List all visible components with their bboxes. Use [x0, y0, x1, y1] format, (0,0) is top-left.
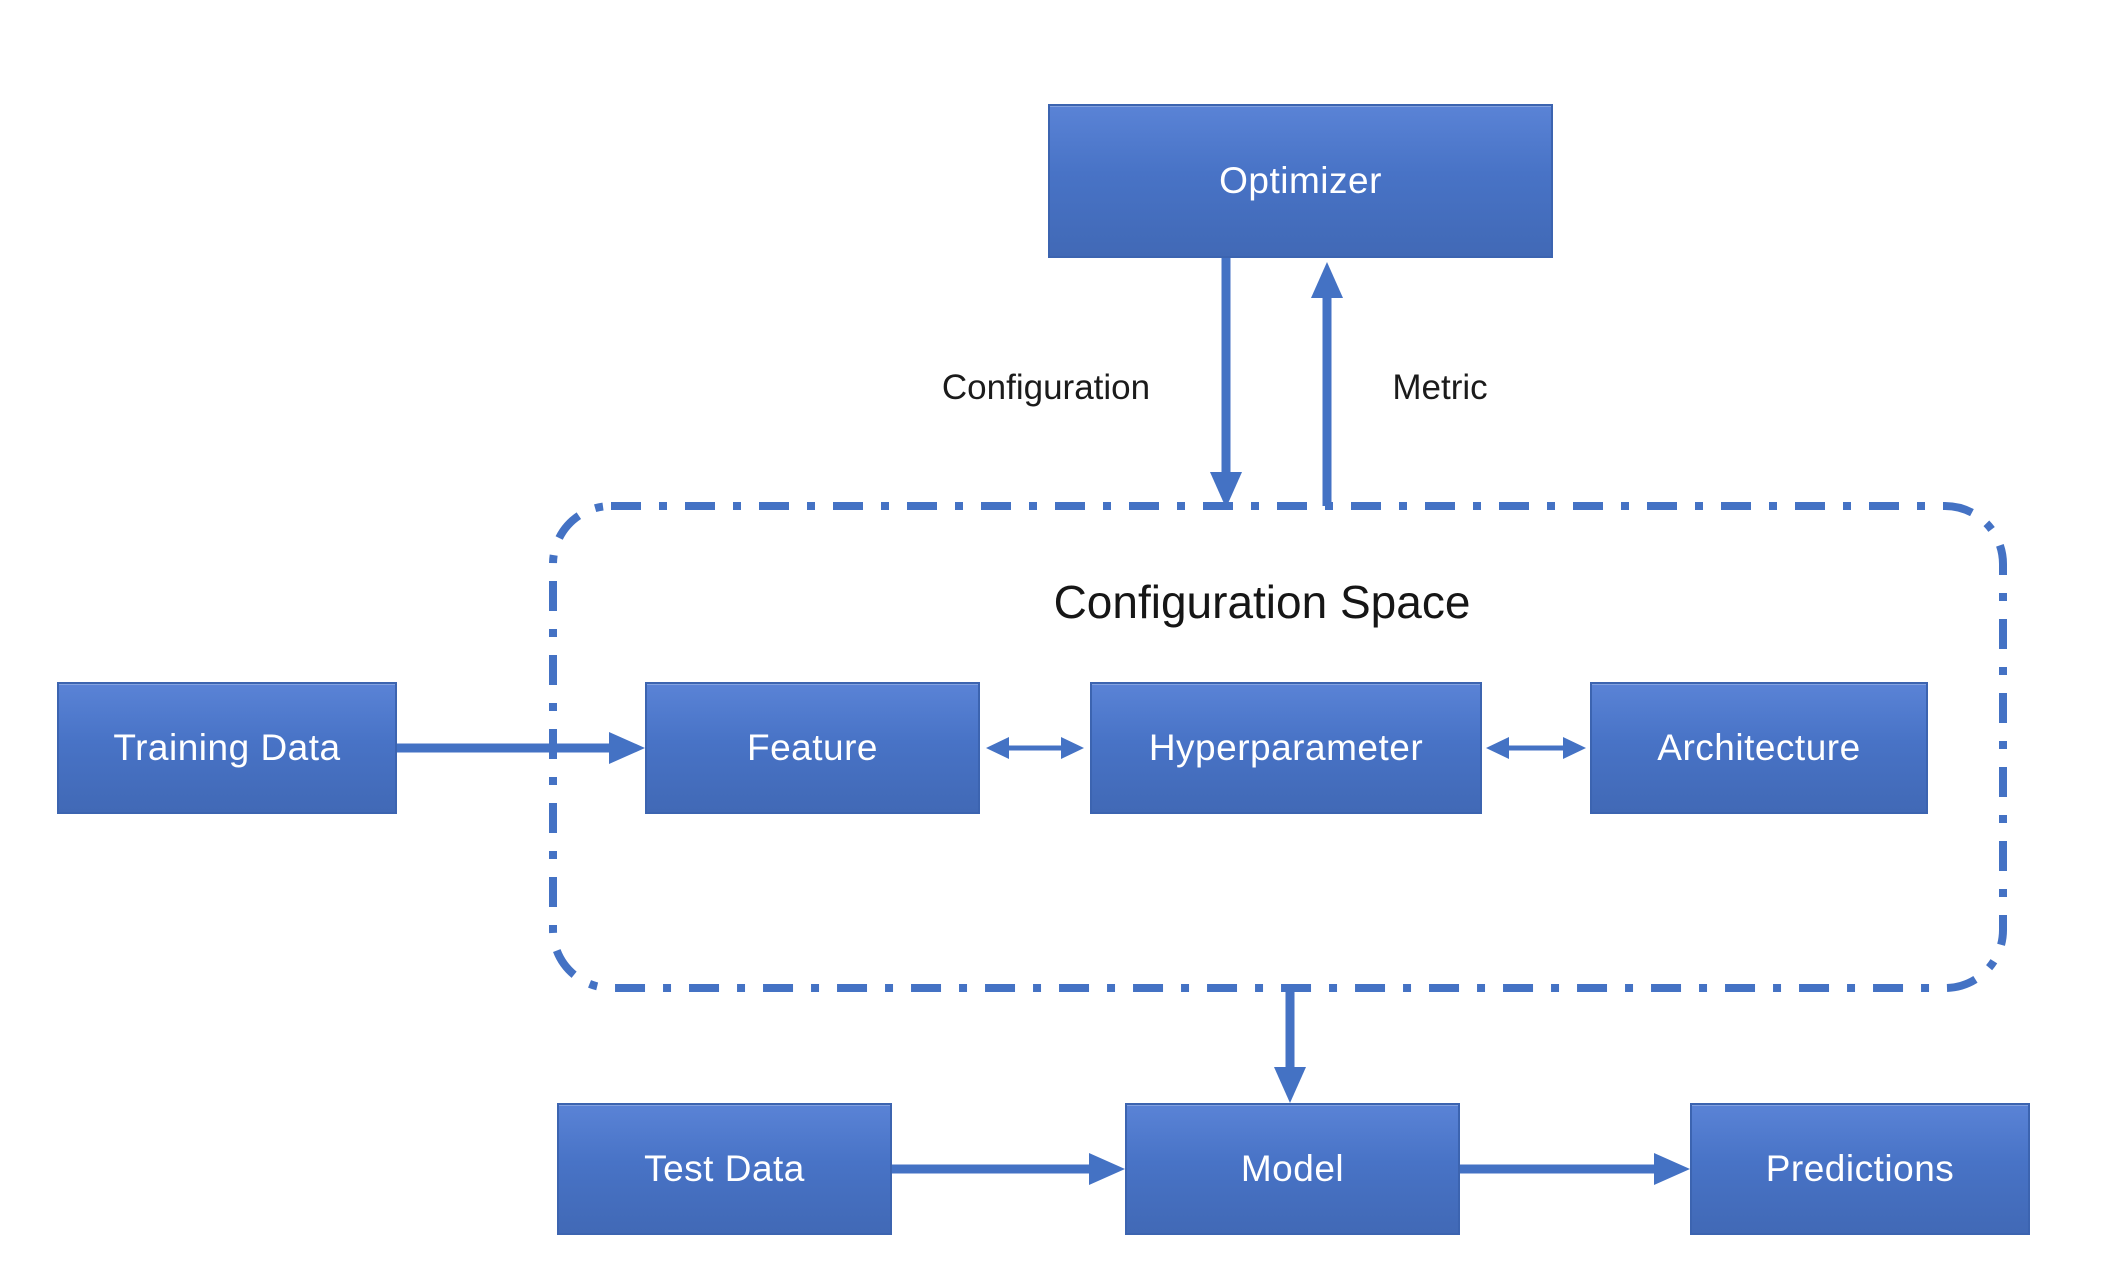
node-model: Model	[1125, 1103, 1460, 1235]
node-feature: Feature	[645, 682, 980, 814]
node-predictions-label: Predictions	[1765, 1148, 1955, 1189]
node-test-data-label: Test Data	[644, 1148, 805, 1189]
arrow-configuration-down	[1210, 258, 1242, 508]
arrow-feature-hyperparameter-bidirectional	[986, 737, 1084, 759]
node-feature-label: Feature	[746, 727, 878, 768]
edge-label-configuration: Configuration	[941, 368, 1151, 407]
node-optimizer: Optimizer	[1048, 104, 1553, 258]
node-hyperparameter-label: Hyperparameter	[1148, 727, 1424, 768]
node-model-label: Model	[1240, 1148, 1345, 1189]
node-training-data: Training Data	[57, 682, 397, 814]
node-architecture: Architecture	[1590, 682, 1928, 814]
node-hyperparameter: Hyperparameter	[1090, 682, 1482, 814]
node-training-data-label: Training Data	[113, 727, 341, 768]
node-architecture-label: Architecture	[1657, 727, 1861, 768]
arrow-model-to-predictions	[1460, 1153, 1690, 1185]
configuration-space-title: Configuration Space	[1053, 576, 1471, 628]
arrow-space-to-model	[1274, 988, 1306, 1103]
node-optimizer-label: Optimizer	[1219, 160, 1382, 201]
arrow-test-to-model	[892, 1153, 1125, 1185]
arrow-metric-up	[1311, 262, 1343, 506]
node-predictions: Predictions	[1690, 1103, 2030, 1235]
node-test-data: Test Data	[557, 1103, 892, 1235]
arrow-hyperparameter-architecture-bidirectional	[1486, 737, 1586, 759]
arrow-training-to-feature	[397, 732, 645, 764]
edge-label-metric: Metric	[1392, 368, 1488, 407]
